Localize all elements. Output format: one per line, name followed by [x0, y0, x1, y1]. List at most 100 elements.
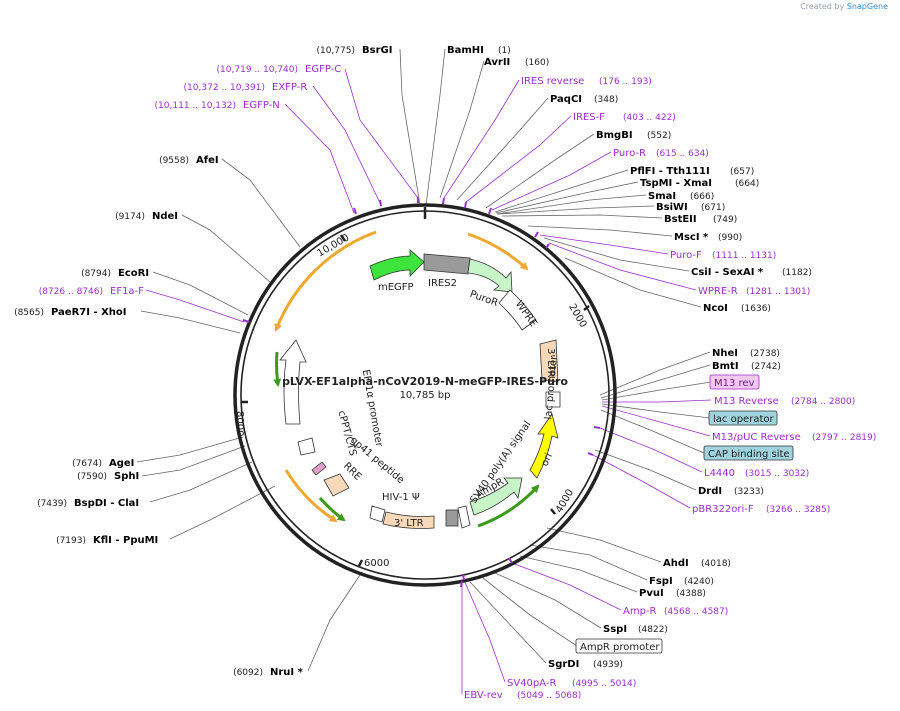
leader-bsiwi	[497, 205, 655, 215]
feature-labels: mEGFP IRES2 PuroR WPRE 3' LTR lac promot…	[335, 278, 559, 529]
left-labels: (10,775) BsrGI (10,719 .. 10,740) EGFP-C…	[14, 45, 392, 678]
feature-puror	[467, 258, 513, 293]
label-left-nrui: NruI *	[270, 667, 304, 678]
label-right-ncoi: NcoI	[703, 303, 728, 314]
label-right-bmti: BmtI	[712, 361, 739, 372]
feature-ori	[529, 413, 559, 479]
leader-fspi	[529, 544, 648, 581]
feature-wpre	[498, 289, 537, 331]
label-left-bsrgi-pos: (10,775)	[316, 46, 355, 56]
label-right-ncoi-pos: (1636)	[741, 304, 771, 314]
leader-afei	[221, 158, 301, 248]
box-m13rev	[709, 374, 760, 390]
label-right-nhei-pos: (2738)	[750, 349, 780, 359]
label-left-egfpc: EGFP-C	[305, 64, 341, 75]
label-right-fspi-pos: (4240)	[684, 577, 714, 587]
leader-ampprom	[482, 577, 578, 647]
label-right-smai-pos: (666)	[690, 192, 714, 202]
label-right-ahdi: AhdI	[663, 558, 689, 569]
leader-xmai	[495, 181, 639, 214]
leader-xhoi	[140, 310, 241, 334]
label-right-paqci: PaqCI	[550, 94, 582, 105]
orf-arc-green-left	[273, 351, 282, 387]
label-left-afei: AfeI	[196, 155, 219, 166]
feature-label-ires2: IRES2	[428, 278, 457, 289]
snapgene-credit: Created by SnapGene	[800, 2, 888, 11]
label-right-sv40par-pos: (4995 .. 5014)	[572, 679, 636, 689]
label-right-paqci-pos: (348)	[594, 95, 618, 105]
leader-smai	[496, 194, 647, 215]
leader-pvui	[519, 555, 638, 593]
leader-ahdi	[546, 527, 662, 563]
label-right-ebvrev: EBV-rev	[464, 690, 503, 701]
leader-bamhi	[425, 48, 446, 206]
label-right-m13reverse-pos: (2784 .. 2800)	[791, 397, 855, 407]
label-left-ndei-pos: (9174)	[115, 212, 145, 222]
orf-arc-green-bottom-left	[318, 497, 346, 522]
label-right-avrii-pos: (160)	[525, 58, 549, 68]
label-right-m13puc: M13/pUC Reverse	[712, 432, 801, 443]
label-left-ppumi: KflI - PpuMI	[93, 535, 158, 546]
leader-drdi	[594, 449, 697, 491]
label-right-m13rev: M13 rev	[714, 378, 755, 389]
leader-ncoi	[564, 257, 702, 308]
label-right-bamhi: BamHI	[447, 45, 484, 56]
leader-exfpr	[312, 85, 381, 204]
feature-gp41	[311, 461, 327, 476]
label-right-bmgbi-pos: (552)	[647, 131, 671, 141]
feature-ltr3-bottom	[382, 511, 435, 529]
label-right-cap: CAP binding site	[708, 449, 790, 460]
orf-arc-green-bottom-right	[477, 484, 540, 528]
label-right-bsiwi-pos: (671)	[701, 203, 725, 213]
leader-m13reverse	[602, 399, 712, 403]
leader-lines-right	[425, 48, 712, 694]
label-left-ecori-pos: (8794)	[81, 269, 111, 279]
label-right-puror-pos: (615 .. 634)	[656, 149, 709, 159]
leader-bsteii	[501, 214, 663, 219]
leader-ppumi	[169, 485, 276, 540]
label-right-ahdi-pos: (4018)	[701, 559, 731, 569]
orf-arc-orange-top	[467, 232, 529, 271]
feature-megfp	[369, 249, 425, 281]
leader-iresf	[465, 115, 572, 203]
leader-l4440	[599, 427, 703, 473]
leader-cap	[600, 409, 705, 454]
feature-sv40	[457, 505, 471, 529]
tick-label-2000: 2000	[566, 302, 588, 330]
label-right-bmgbi: BmgBI	[596, 130, 633, 141]
feature-small-gray	[445, 509, 459, 527]
label-left-agei-pos: (7674)	[72, 459, 102, 469]
label-right-pvui: PvuI	[639, 588, 664, 599]
label-left-ndei: NdeI	[152, 211, 178, 222]
label-right-tth-pos: (657)	[730, 167, 754, 177]
label-right-purof-pos: (1111 .. 1131)	[712, 251, 776, 261]
plasmid-name: pLVX-EF1alpha-nCoV2019-N-meGFP-IRES-Puro	[282, 375, 568, 388]
leader-ampr	[511, 562, 622, 611]
label-left-clai-pos: (7439)	[37, 499, 67, 509]
label-left-xhoi: PaeR7I - XhoI	[51, 307, 127, 318]
label-left-ecori: EcoRI	[118, 268, 149, 279]
label-left-ef1af-pos: (8726 .. 8746)	[39, 287, 103, 297]
label-right-bsiwi: BsiWI	[656, 202, 688, 213]
label-right-m13puc-pos: (2797 .. 2819)	[812, 433, 876, 443]
feature-label-puror: PuroR	[468, 289, 499, 309]
feature-label-rre: RRE	[341, 461, 363, 483]
box-lac-operator	[708, 410, 778, 426]
label-left-ppumi-pos: (7193)	[56, 536, 86, 546]
leader-purof	[539, 234, 669, 255]
label-right-tth: PflFI - Tth111I	[630, 166, 710, 177]
label-right-pvui-pos: (4388)	[676, 589, 706, 599]
leader-agei	[136, 436, 244, 463]
label-right-xmai-pos: (664)	[735, 179, 759, 189]
feature-label-ori: ori	[539, 452, 554, 468]
label-right-ampr-pos: (4568 .. 4587)	[664, 607, 728, 617]
feature-ires2	[423, 253, 471, 275]
label-right-m13reverse: M13 Reverse	[714, 396, 779, 407]
label-left-clai: BspDI - ClaI	[74, 498, 139, 509]
tick-label-4000: 4000	[554, 488, 576, 516]
plasmid-size: 10,785 bp	[400, 390, 451, 401]
tick-label-6000: 6000	[364, 558, 389, 569]
snapgene-brand: SnapGene	[846, 2, 888, 11]
feature-ef1a-promoter	[279, 339, 307, 425]
